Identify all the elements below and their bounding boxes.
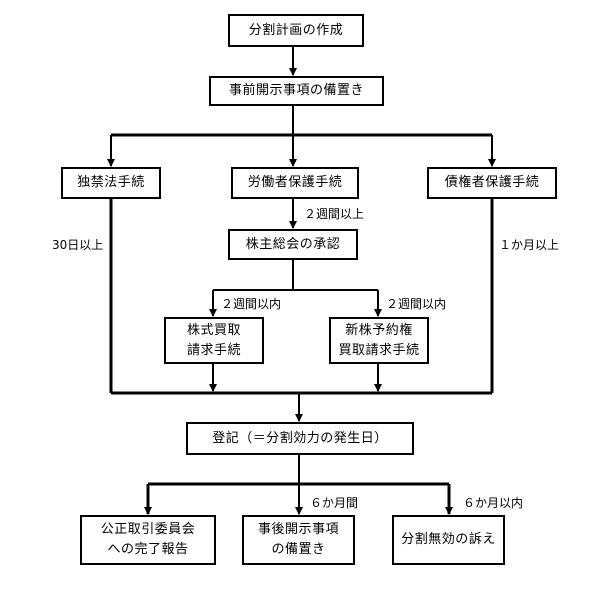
node-option-purchase: 新株予約権 買取請求手続 [329,317,429,364]
node-share-purchase: 株式買取 請求手続 [164,317,264,364]
label-thirty-days: 30日以上 [52,238,104,252]
label-six-months: ６か月間 [310,496,359,510]
node-post-disclosure: 事後開示事項 の備置き [242,515,355,565]
node-labor: 労働者保護手続 [231,167,359,199]
label-two-weeks-within-option: ２週間以内 [386,297,447,311]
label-one-month: １か月以上 [499,238,560,252]
label-two-weeks-within-share: ２週間以内 [221,297,282,311]
node-creditor: 債権者保護手続 [427,167,557,199]
node-pre-disclosure: 事前開示事項の備置き [209,76,384,106]
node-invalidity-suit: 分割無効の訴え [392,515,505,565]
label-two-weeks: ２週間以上 [304,207,365,221]
node-registration: 登記（＝分割効力の発生日） [186,422,414,455]
label-six-months-within: ６か月以内 [463,496,524,510]
node-plan: 分割計画の作成 [228,14,364,47]
node-ftc-report: 公正取引委員会 への完了報告 [80,515,216,565]
node-antitrust: 独禁法手続 [61,167,161,199]
node-shareholder-approval: 株主総会の承認 [228,229,358,260]
